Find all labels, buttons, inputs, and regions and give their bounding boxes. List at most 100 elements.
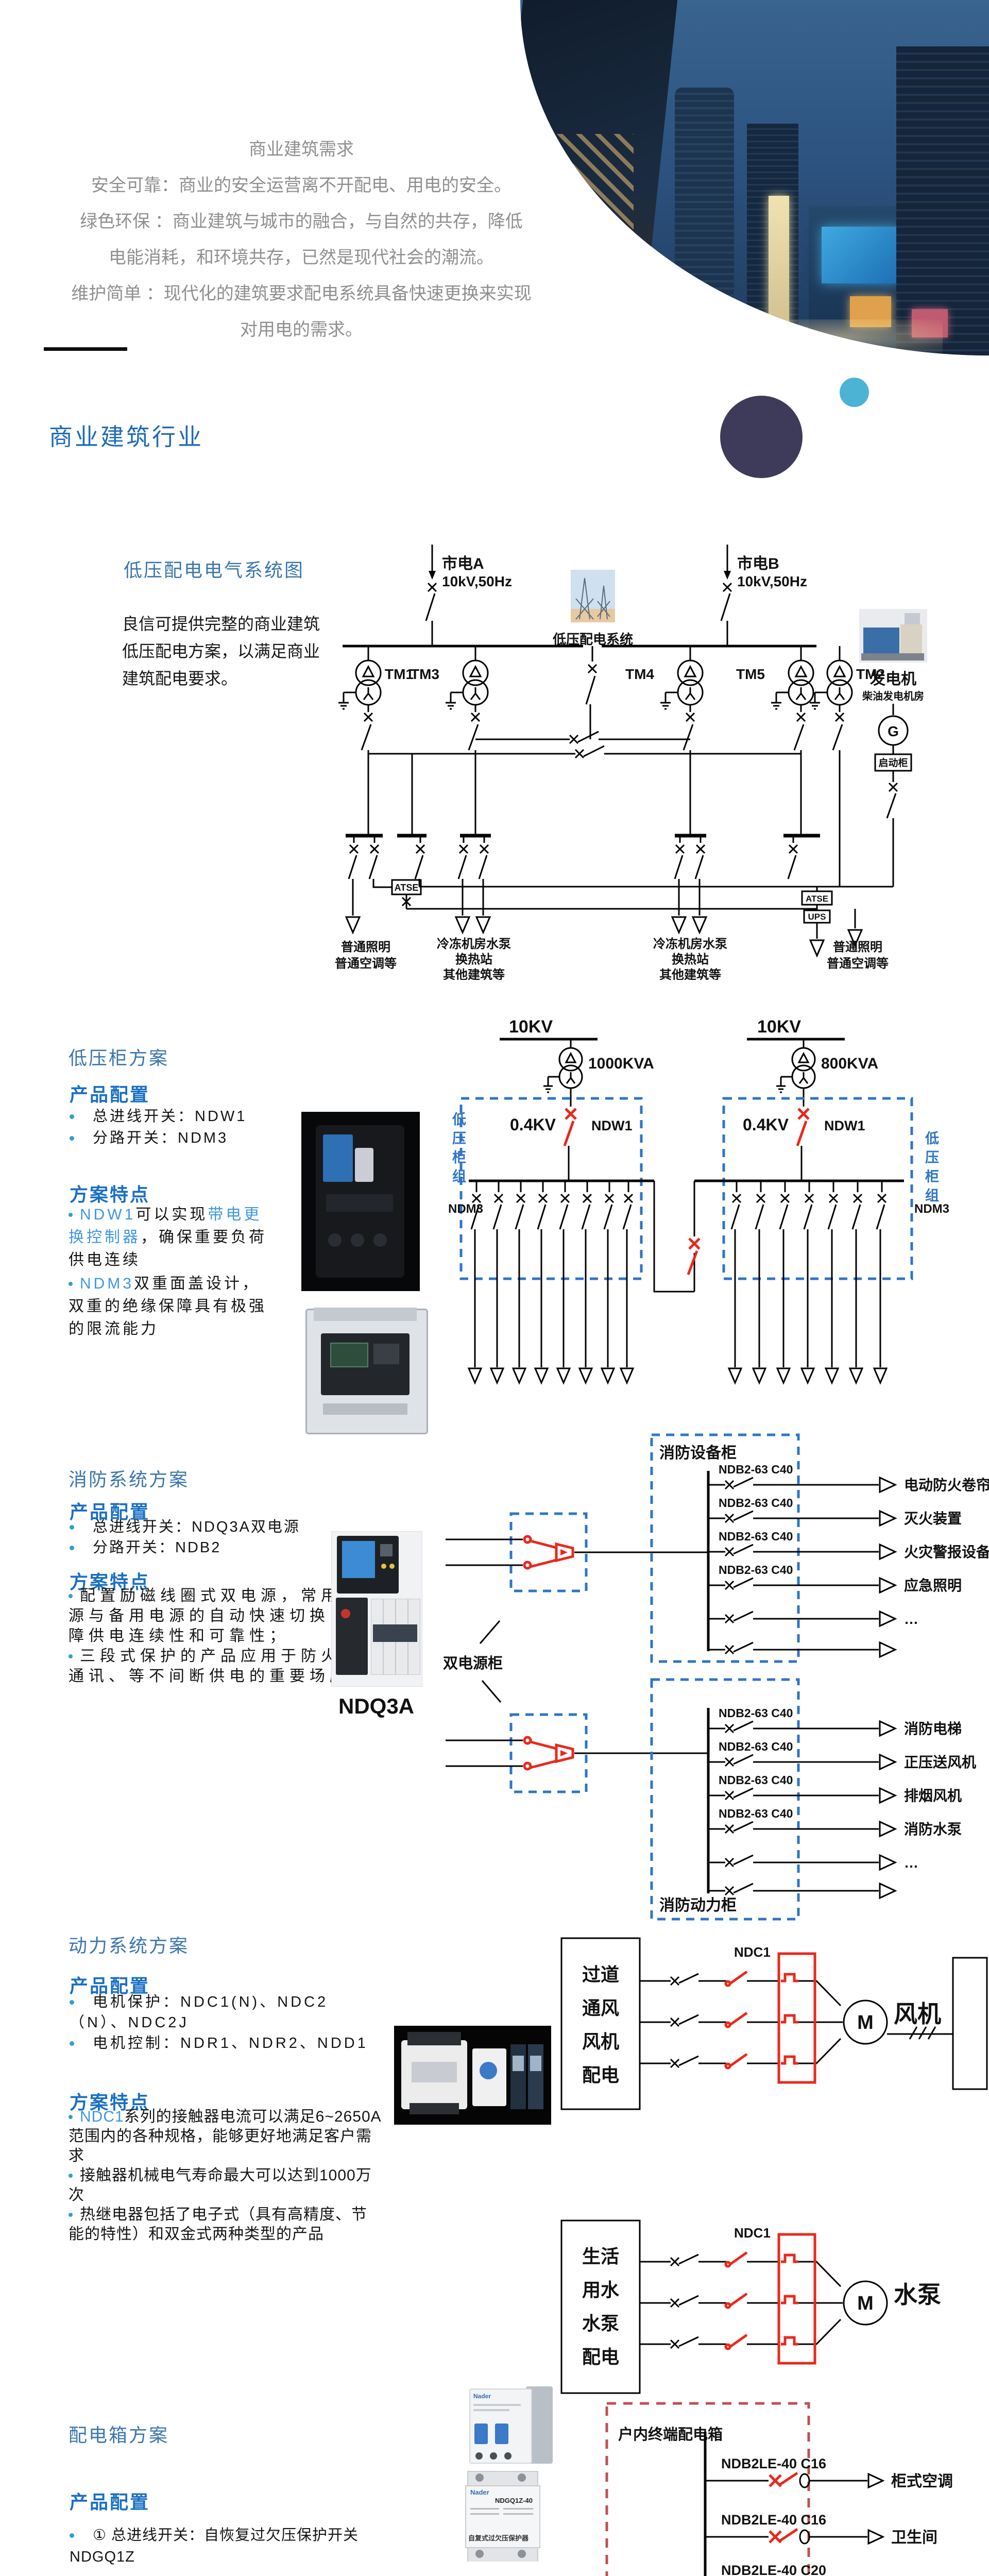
intro-line: 绿色环保 ：商业建筑与城市的融合，与自然的共存，降低	[80, 212, 523, 231]
branch-load: 柜式空调	[891, 2473, 953, 2490]
config-item: 分路开关：NDM3	[70, 1127, 247, 1149]
load2-line: 其他建筑等	[443, 968, 505, 980]
load1-line: 普通空调等	[335, 956, 397, 971]
feeder-group-5: ATSE UPS	[787, 836, 833, 957]
fan-phase-rows	[640, 1972, 843, 2068]
distbox-title: 配电箱方案	[69, 2425, 169, 2446]
distbox-diagram: 户内终端配电箱 U NDB2-40 C40/2 NDGQ1Z NDB2LE-40…	[605, 2402, 953, 2576]
config-item: ① 总进线开关：自恢复过欠压保护开关NDGQ1Z	[70, 2527, 359, 2565]
lv-cabinet-config-title: 产品配置	[70, 1084, 150, 1105]
bullet-icon	[70, 1114, 74, 1119]
bullet-icon	[69, 2174, 73, 2178]
building-left-lights	[541, 134, 634, 289]
load4-line: 普通空调等	[827, 956, 889, 971]
fire-equip-label: 消防设备柜	[659, 1444, 737, 1462]
power-config-title: 产品配置	[70, 1975, 150, 1996]
feeder-group-4	[671, 836, 707, 934]
lv-cabinet-diagram: 10KV 1000KVA 0.4KV NDW1 NDM3 10KV 800KVA…	[448, 1017, 949, 1384]
fire-config-title: 产品配置	[70, 1501, 150, 1522]
intro-line: 电能消耗，和环境共存，已然是现代社会的潮流。	[109, 248, 494, 267]
ndc1-label-2: NDC1	[734, 2225, 771, 2241]
fire-power-cabinet: 消防动力柜	[650, 1678, 800, 1921]
load-label: 正压送风机	[904, 1754, 976, 1770]
ndm3-right: NDM3	[914, 1202, 949, 1216]
load3-line: 冷冻机房水泵	[653, 937, 727, 951]
ndb2le-product-photo: Nader	[465, 2383, 558, 2467]
box-line: 通风	[582, 1997, 619, 2019]
fan-label: 风机	[894, 2001, 941, 2027]
load-label: 电动防火卷帘门	[904, 1477, 989, 1493]
load-label: …	[904, 1611, 918, 1627]
mains-b-spec: 10kV,50Hz	[737, 573, 807, 589]
decor-circle-large	[720, 396, 803, 478]
power-config-list: 电机保护：NDC1(N)、NDC2（N）、NDC2J 电机控制：NDR1、NDR…	[70, 1992, 379, 2054]
kva-left: 1000KVA	[588, 1055, 654, 1072]
bullet-icon	[69, 1282, 73, 1286]
load3-line: 换热站	[672, 953, 709, 967]
feeder-group-1	[345, 836, 392, 934]
lv-left-feeders	[468, 1181, 634, 1384]
ndw1-right: NDW1	[824, 1118, 865, 1133]
intro-line: 维护简单 ：现代化的建筑要求配电系统具备快速更换来实现	[71, 284, 532, 303]
feature-item: 热继电器包括了电子式（具有高精度、节能的特性）和双金式两种类型的产品	[69, 2206, 367, 2243]
bus-tie-drop	[585, 646, 598, 739]
bullet-icon	[69, 1594, 73, 1598]
breaker-label: NDB2-63 C40	[719, 1706, 793, 1720]
config-item: 电机保护：NDC1(N)、NDC2（N）、NDC2J	[70, 1994, 329, 2031]
mains-a-feeder: 市电A 10kV,50Hz	[425, 545, 512, 646]
load2-line: 冷冻机房水泵	[437, 937, 511, 951]
fire-equip-cabinet: 消防设备柜	[650, 1433, 800, 1663]
lv-cabinet-features-title: 方案特点	[70, 1184, 150, 1205]
lv-cabinet-config-list: 总进线开关：NDW1 分路开关：NDM3	[70, 1106, 247, 1149]
fire-features-title: 方案特点	[70, 1571, 150, 1592]
fan-cable-rect	[887, 1957, 988, 2090]
mains-b-label: 市电B	[737, 555, 779, 572]
mains-b-feeder: 市电B 10kV,50Hz	[720, 545, 807, 646]
atse1-label: ATSE	[395, 883, 419, 893]
config-item: 分路开关：NDB2	[70, 1537, 300, 1558]
box-line: 生活	[582, 2246, 619, 2267]
fire-features: 配置励磁线圈式双电源，常用电源与备用电源的自动快速切换，保障供电连续性和可靠性；…	[69, 1586, 378, 1686]
power-title: 动力系统方案	[69, 1935, 190, 1956]
kv-right: 10KV	[757, 1017, 801, 1037]
bullet-icon	[70, 2000, 74, 2005]
box-line: 水泵	[582, 2313, 619, 2334]
city-night-photo	[520, 0, 989, 355]
branch-breaker: NDB2LE-40 C20	[721, 2563, 826, 2576]
bullet-icon	[70, 2041, 74, 2046]
intro-line: 对用电的需求。	[240, 320, 363, 340]
feature-item: NDW1可以实现带电更换控制器，确保重要负荷供电连续	[69, 1206, 267, 1268]
indoor-box	[605, 2402, 810, 2576]
mains-a-spec: 10kV,50Hz	[442, 573, 512, 589]
lv-system-title: 低压配电电气系统图	[124, 560, 305, 581]
bullet-icon	[70, 1136, 74, 1141]
load-label: 消防水泵	[904, 1821, 962, 1837]
fire-power-label: 消防动力柜	[659, 1897, 737, 1914]
feature-item: 三段式保护的产品应用于防火、通讯、等不间断供电的重要场所	[69, 1648, 361, 1685]
g-symbol: G	[888, 723, 899, 739]
load-label: 消防电梯	[904, 1721, 962, 1737]
load-label: …	[904, 1855, 918, 1871]
fire-config-list: 总进线开关：NDQ3A双电源 分路开关：NDB2	[70, 1517, 300, 1558]
bullet-icon	[69, 2213, 73, 2217]
ats-box-2	[446, 1713, 708, 1793]
feature-item: NDM3双重面盖设计，双重的绝缘保障具有极强的限流能力	[69, 1275, 267, 1337]
tie-line-1	[475, 731, 690, 744]
brand-text: Nader	[470, 2488, 489, 2496]
pump-phase-rows	[640, 2252, 843, 2349]
tm5-label: TM5	[736, 666, 765, 682]
lv-system-diagram: 市电A 10kV,50Hz 低压配电系统 市电B 10kV,50Hz TM1 T…	[335, 545, 927, 980]
lv-right: 0.4KV	[743, 1115, 789, 1134]
ats-box-1	[446, 1512, 708, 1592]
system-photo-label: 低压配电系统	[552, 632, 633, 647]
load2-line: 换热站	[455, 953, 492, 967]
tm3-label: TM3	[411, 666, 439, 682]
intro-line: 安全可靠：商业的安全运营离不开配电、用电的安全。	[91, 176, 511, 195]
bullet-icon	[69, 1213, 73, 1217]
ndm3-product-photo	[301, 1112, 420, 1291]
mains-a-label: 市电A	[442, 555, 484, 572]
breaker-label: NDB2-63 C40	[719, 1740, 793, 1753]
fire-diagram: 双电源柜 消防设备柜 NDB2-63 C40 电动防火卷帘门 NDB2-63 C…	[443, 1433, 989, 1921]
feature-item: NDC1系列的接触器电流可以满足6~2650A范围内的各种规格，能够更好地满足客…	[69, 2108, 382, 2164]
starter-label: 启动柜	[878, 757, 908, 769]
